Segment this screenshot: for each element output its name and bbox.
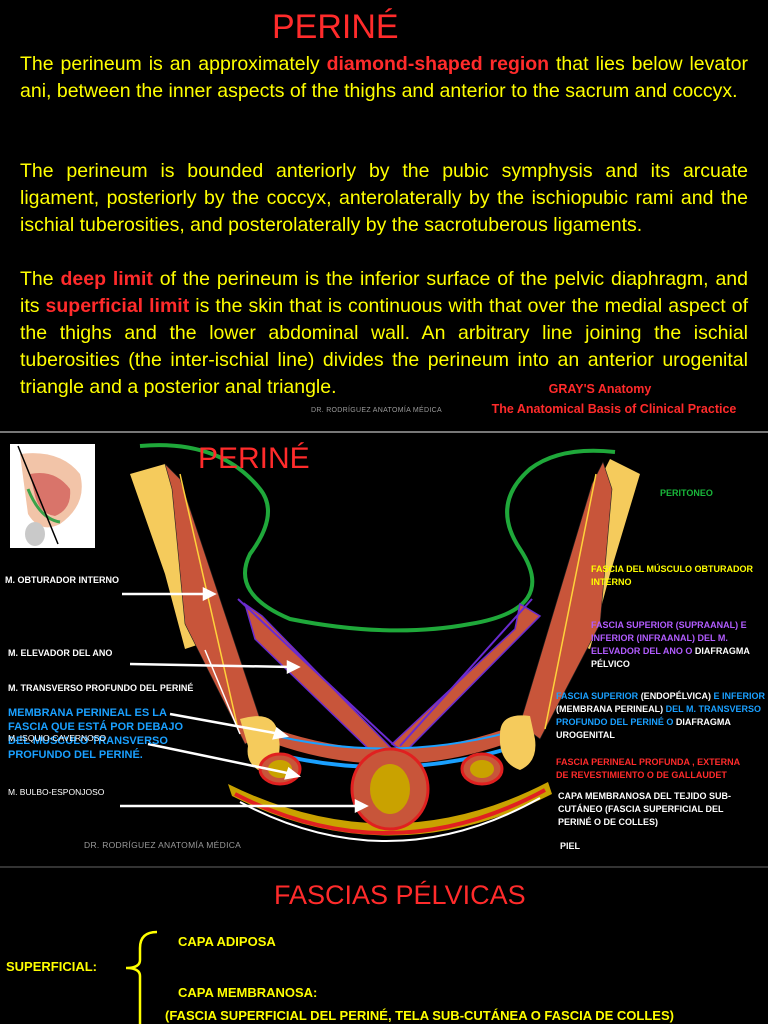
levator-fascia-purple-left bbox=[237, 598, 396, 747]
fat-pad-left bbox=[130, 464, 200, 649]
p3-text-a: The bbox=[20, 268, 61, 290]
source-subtitle: The Anatomical Basis of Clinical Practic… bbox=[491, 402, 737, 416]
p3-text-c: of the perineum is the inferior surface … bbox=[20, 268, 748, 317]
slide3-title: FASCIAS PÉLVICAS bbox=[274, 880, 526, 910]
deep-transverse-muscle bbox=[275, 729, 505, 764]
label-bulbo-esponjoso: M. BULBO-ESPONJOSO bbox=[8, 787, 105, 797]
label-fascia-transverso: FASCIA SUPERIOR (ENDOPÉLVICA) E INFERIOR… bbox=[556, 690, 766, 742]
slide1-title: PERINÉ bbox=[272, 8, 399, 46]
label-membrana-perineal: MEMBRANA PERINEAL ES LA FASCIA QUE ESTÁ … bbox=[8, 707, 184, 761]
fascia-endo-b: (ENDOPÉLVICA) bbox=[640, 691, 712, 701]
slide-perine-text: PERINÉ The perineum is an approximately … bbox=[0, 0, 768, 430]
label-piel: PIEL bbox=[560, 841, 581, 851]
p1-text-c: that lies below levator ani, between the… bbox=[20, 53, 748, 102]
obturator-muscle-right bbox=[519, 461, 613, 740]
perineum-diagram bbox=[10, 443, 640, 842]
p3-text-e: is the skin that is continuous with that… bbox=[20, 295, 748, 398]
label-capa-membranosa: CAPA MEMBRANOSA: bbox=[178, 985, 318, 1000]
paragraph-2: The perineum is bounded anteriorly by th… bbox=[20, 160, 748, 236]
label-fascia-obturador: FASCIA DEL MÚSCULO OBTURADOR INTERNO bbox=[591, 564, 753, 587]
label-fascia-profunda: FASCIA PERINEAL PROFUNDA , EXTERNA DE RE… bbox=[556, 757, 740, 780]
fascia-elevador-emphasis: DIAFRAGMA PÉLVICO bbox=[591, 646, 750, 669]
label-transverso-profundo: M. TRANSVERSO PROFUNDO DEL PERINÉ bbox=[8, 683, 194, 693]
curly-brace-icon bbox=[125, 930, 158, 1024]
slide-fascias-pelvicas: FASCIAS PÉLVICAS SUPERFICIAL: CAPA ADIPO… bbox=[0, 868, 768, 1024]
skin-white bbox=[239, 797, 541, 842]
label-peritoneo: PERITONEO bbox=[660, 488, 713, 498]
paragraph-1: The perineum is an approximately diamond… bbox=[20, 51, 748, 105]
label-elevador-ano: M. ELEVADOR DEL ANO bbox=[8, 648, 113, 658]
fascia-elevador-text: FASCIA SUPERIOR (SUPRAANAL) E INFERIOR (… bbox=[591, 620, 747, 656]
fascia-endo-a: FASCIA SUPERIOR bbox=[556, 691, 641, 701]
label-fascia-elevador: FASCIA SUPERIOR (SUPRAANAL) E INFERIOR (… bbox=[591, 619, 763, 671]
superficial-fascia-red bbox=[234, 788, 546, 835]
slide-divider bbox=[0, 431, 768, 433]
label-capa-adiposa: CAPA ADIPOSA bbox=[178, 934, 276, 949]
label-obturador-interno: M. OBTURADOR INTERNO bbox=[5, 575, 119, 585]
peritoneum-line bbox=[139, 443, 616, 633]
fascia-endo-c: E INFERIOR bbox=[711, 691, 766, 701]
slide2-credit: DR. RODRÍGUEZ ANATOMÍA MÉDICA bbox=[84, 840, 242, 850]
p3-deep-limit: deep limit bbox=[60, 268, 153, 290]
p1-text-a: The perineum is an approximately bbox=[20, 53, 327, 75]
p1-highlight: diamond-shaped region bbox=[326, 53, 550, 75]
fascia-endo-f: DIAFRAGMA UROGENITAL bbox=[556, 717, 731, 740]
label-capa-detail: (FASCIA SUPERFICIAL DEL PERINÉ, TELA SUB… bbox=[165, 1008, 674, 1023]
pelvis-thumbnail bbox=[10, 444, 95, 548]
levator-fascia-purple-right bbox=[399, 598, 533, 747]
slide-perine-diagram: PERINÉ M. OBTURADOR INTERNO M. ELEVADOR … bbox=[0, 434, 768, 864]
fascia-endo-d: (MEMBRANA PERINEAL) bbox=[556, 704, 664, 714]
label-capa-membranosa: CAPA MEMBRANOSA DEL TEJIDO SUB-CUTÁNEO (… bbox=[558, 791, 732, 827]
slide-divider-2 bbox=[0, 866, 768, 868]
label-isquio-cavernoso: M. ISQUIO-CAVERNOSO bbox=[8, 733, 107, 743]
slide2-title: PERINÉ bbox=[198, 442, 310, 475]
p3-superficial-limit: superficial limit bbox=[45, 295, 190, 317]
fascia-endo-e: DEL M. TRANSVERSO PROFUNDO DEL PERINÉ O bbox=[556, 704, 762, 727]
obturator-muscle-left bbox=[164, 462, 266, 745]
slide1-credit: DR. RODRÍGUEZ ANATOMÍA MÉDICA bbox=[311, 407, 442, 414]
ischium-right bbox=[499, 715, 536, 770]
source-title: GRAY'S Anatomy bbox=[548, 382, 652, 396]
pointer-arrows bbox=[120, 586, 369, 814]
label-superficial: SUPERFICIAL: bbox=[6, 959, 97, 974]
paragraph-3: The deep limit of the perineum is the in… bbox=[20, 266, 748, 401]
